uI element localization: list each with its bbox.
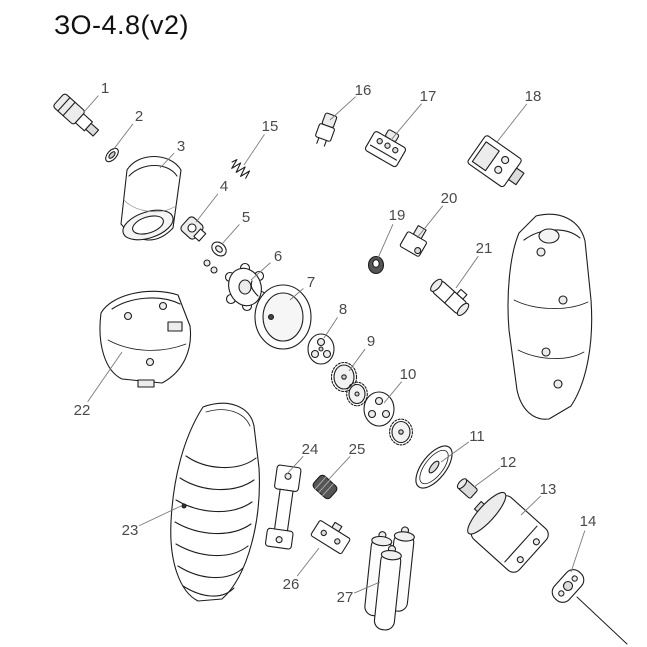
leader-line-20 xyxy=(416,205,444,239)
part-number-11: 11 xyxy=(469,428,485,445)
part-20-bracket xyxy=(399,224,427,257)
leader-line-18 xyxy=(496,103,528,143)
leader-line-26 xyxy=(296,547,320,577)
part-number-24: 24 xyxy=(302,441,319,458)
part-number-10: 10 xyxy=(400,366,417,383)
part-number-14: 14 xyxy=(580,513,597,530)
axis-line xyxy=(576,596,628,645)
part-4-coupling xyxy=(180,216,207,242)
part-number-20: 20 xyxy=(441,190,458,207)
part-3-front-housing xyxy=(120,156,182,241)
part-number-15: 15 xyxy=(262,118,279,135)
part-8-planet-carrier xyxy=(307,333,335,365)
leader-line-19 xyxy=(377,223,394,259)
part-24-bracket-arm xyxy=(264,464,302,550)
part-1-bit-holder xyxy=(53,93,100,137)
leader-line-23 xyxy=(138,505,182,527)
part-number-16: 16 xyxy=(355,82,372,99)
part-number-25: 25 xyxy=(349,441,366,458)
part-5-ring xyxy=(203,241,227,274)
part-number-4: 4 xyxy=(220,178,228,195)
part-number-26: 26 xyxy=(283,576,300,593)
part-17-switch xyxy=(364,129,407,168)
part-number-27: 27 xyxy=(337,589,354,606)
leader-line-24 xyxy=(284,456,304,477)
leader-line-7 xyxy=(289,288,304,301)
leader-line-12 xyxy=(473,467,501,488)
part-7-gear-housing xyxy=(250,280,312,350)
part-number-5: 5 xyxy=(242,209,250,226)
part-number-13: 13 xyxy=(540,481,557,498)
leader-line-25 xyxy=(328,456,351,480)
leader-line-10 xyxy=(383,381,402,404)
part-22-housing-half-left xyxy=(99,290,192,388)
part-11-washer-disc xyxy=(415,445,453,489)
part-2-washer xyxy=(105,147,119,163)
part-number-17: 17 xyxy=(420,88,437,105)
part-10-gear-carrier xyxy=(363,391,413,446)
part-12-pinion xyxy=(456,478,478,499)
leader-line-17 xyxy=(390,103,422,141)
part-15-spring xyxy=(231,159,251,179)
diagram-artwork xyxy=(53,93,628,645)
part-23-housing-grip xyxy=(170,402,260,602)
leader-line-21 xyxy=(455,255,479,289)
leader-line-5 xyxy=(221,224,240,245)
diagram-title: ЗО-4.8(v2) xyxy=(54,10,190,40)
part-number-23: 23 xyxy=(122,522,139,539)
part-number-21: 21 xyxy=(476,240,493,257)
part-number-12: 12 xyxy=(500,454,517,471)
leader-line-9 xyxy=(348,348,366,372)
part-27-battery-pack xyxy=(364,526,415,631)
part-number-8: 8 xyxy=(339,301,347,318)
part-number-3: 3 xyxy=(177,138,185,155)
leader-line-8 xyxy=(323,317,338,339)
part-number-1: 1 xyxy=(101,80,109,97)
leader-line-14 xyxy=(570,530,586,573)
part-14-end-plate xyxy=(551,569,585,603)
leader-line-15 xyxy=(243,134,265,166)
part-number-22: 22 xyxy=(74,402,91,419)
part-number-2: 2 xyxy=(135,108,143,125)
part-number-9: 9 xyxy=(367,333,375,350)
part-number-18: 18 xyxy=(525,88,542,105)
leader-line-22 xyxy=(87,351,123,403)
part-9-planet-gears xyxy=(330,361,368,407)
leader-line-1 xyxy=(83,95,99,113)
part-13-motor xyxy=(467,491,549,573)
part-26-contact-plate xyxy=(310,520,351,555)
housing-half-right xyxy=(507,213,593,420)
part-number-7: 7 xyxy=(307,274,315,291)
leader-line-4 xyxy=(195,193,219,223)
leader-line-3 xyxy=(159,152,175,169)
part-19-bushing xyxy=(367,255,385,275)
part-16-button xyxy=(315,112,338,147)
leader-line-16 xyxy=(329,96,356,121)
leader-line-13 xyxy=(520,495,542,516)
part-number-19: 19 xyxy=(389,207,406,224)
part-18-switch-assembly xyxy=(467,135,525,188)
leader-line-11 xyxy=(440,441,470,463)
part-21-shaft-sleeve xyxy=(430,278,470,317)
part-number-6: 6 xyxy=(274,248,282,265)
leader-line-6 xyxy=(250,262,271,281)
leader-line-27 xyxy=(354,581,381,594)
leader-line-2 xyxy=(112,123,134,151)
part-25-ribbed-sleeve xyxy=(312,474,338,500)
